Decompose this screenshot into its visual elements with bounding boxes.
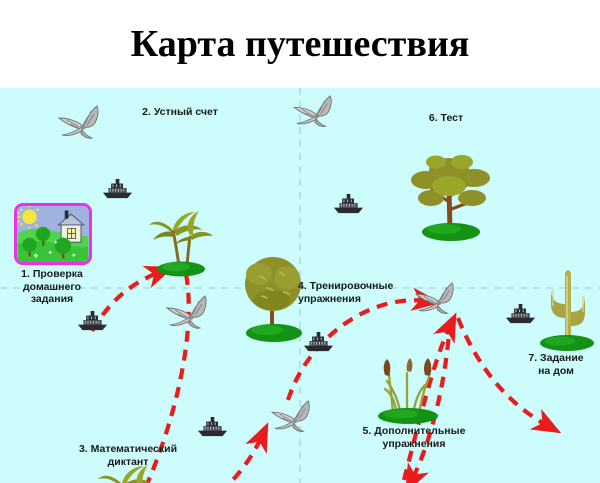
flying-bird-1: [58, 105, 99, 139]
route-segment-2-3: [133, 273, 191, 483]
house-icon: [57, 210, 85, 243]
flying-bird-3: [166, 295, 207, 329]
flying-bird-5: [271, 400, 310, 432]
stop-7-label: 7. Задание на дом: [528, 352, 584, 377]
trees-group: [22, 226, 72, 259]
map-graphics: [0, 88, 600, 483]
route-segment-1-2: [90, 266, 175, 333]
stop-2-label: 2. Устный счет: [142, 106, 218, 118]
route-segment-5-6: [401, 312, 457, 481]
boats-layer: [77, 178, 536, 437]
steamboat-4: [333, 193, 364, 214]
flying-bird-4: [415, 282, 454, 314]
page-title: Карта путешествия: [130, 23, 470, 65]
flying-bird-2: [293, 95, 332, 127]
stop-1-label: 1. Проверка домашнего задания: [21, 268, 83, 305]
stop-4-label: 4. Тренировочные упражнения: [298, 280, 394, 305]
stop-5-cattail-island: [376, 356, 440, 425]
home-picture-art: [17, 206, 89, 262]
route-segment-4-6: [286, 287, 442, 401]
title-bar: Карта путешествия: [0, 0, 600, 88]
stop-2-palm-island: [147, 209, 215, 278]
route-path: [90, 266, 562, 483]
stop-7-cactus-island: [539, 269, 595, 352]
travel-map: 1. Проверка домашнего задания 2. Устный …: [0, 88, 600, 483]
steamboat-6: [505, 303, 536, 324]
sun-icon: [17, 206, 40, 229]
stop-3-label: 3. Математический диктант: [78, 443, 178, 468]
steamboat-3: [197, 416, 228, 437]
steamboat-1: [102, 178, 133, 199]
stop-5-label: 5. Дополнительные упражнения: [362, 425, 466, 450]
stop-6-broadleaf-tree-island: [411, 155, 490, 241]
sparkles: [33, 240, 76, 259]
stop-4-round-tree-island: [243, 255, 304, 344]
stop-6-label: 6. Тест: [428, 112, 464, 124]
stop-1-home-picture: [14, 203, 92, 265]
